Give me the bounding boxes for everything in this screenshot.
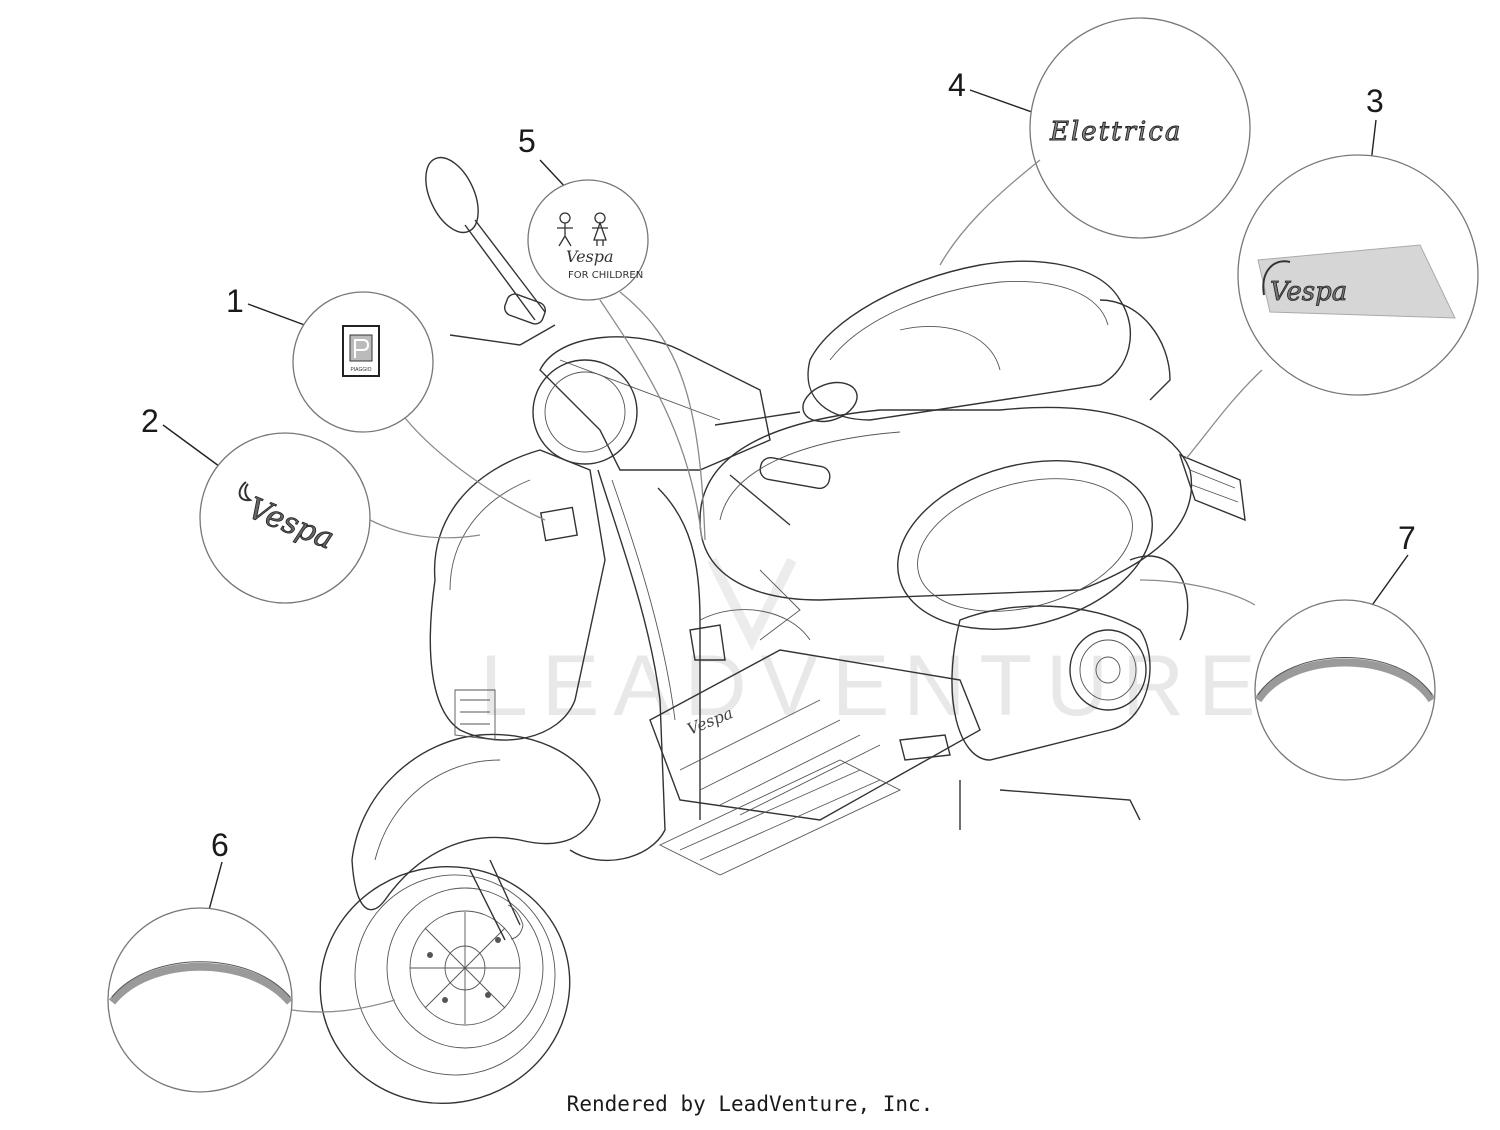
- callout-5: 5 Vespa FOR CHILDREN: [518, 123, 706, 541]
- callout-number-5: 5: [518, 123, 536, 159]
- piaggio-badge-text: PIAGGIO: [350, 367, 371, 373]
- callout-number-4: 4: [948, 67, 966, 103]
- callout-number-3: 3: [1366, 83, 1384, 119]
- callout-number-6: 6: [211, 827, 229, 863]
- vespa-side-emblem-icon: Vespa: [1257, 244, 1456, 319]
- for-children-vespa: Vespa: [566, 247, 614, 266]
- callout-number-7: 7: [1398, 520, 1416, 556]
- watermark-text: LEADVENTURE: [480, 638, 1270, 734]
- watermark: LEADVENTURE: [480, 557, 1270, 734]
- front-stripe-icon: [108, 962, 294, 1005]
- footer-credit: Rendered by LeadVenture, Inc.: [566, 1092, 934, 1116]
- callout-number-2: 2: [141, 403, 159, 439]
- piaggio-badge-icon: PIAGGIO: [342, 325, 380, 377]
- callout-3: 3 Vespa: [1184, 83, 1479, 461]
- callout-4: 4 Elettrica: [939, 17, 1251, 266]
- rear-stripe-icon: [1254, 658, 1436, 703]
- callout-7: 7: [1139, 520, 1436, 781]
- elettrica-text: Elettrica: [1049, 117, 1182, 147]
- front-wheel: [319, 859, 571, 1105]
- vespa-side-text: Vespa: [1270, 277, 1347, 307]
- vespa-for-children-icon: Vespa FOR CHILDREN: [557, 212, 643, 281]
- callout-2: 2 Vespa: [141, 403, 481, 604]
- callout-1: 1 PIAGGIO: [226, 283, 546, 521]
- for-children-text: FOR CHILDREN: [568, 270, 643, 281]
- callout-number-1: 1: [226, 283, 244, 319]
- scooter-illustration: Vespa: [319, 156, 1246, 1105]
- callout-6: 6: [107, 827, 396, 1093]
